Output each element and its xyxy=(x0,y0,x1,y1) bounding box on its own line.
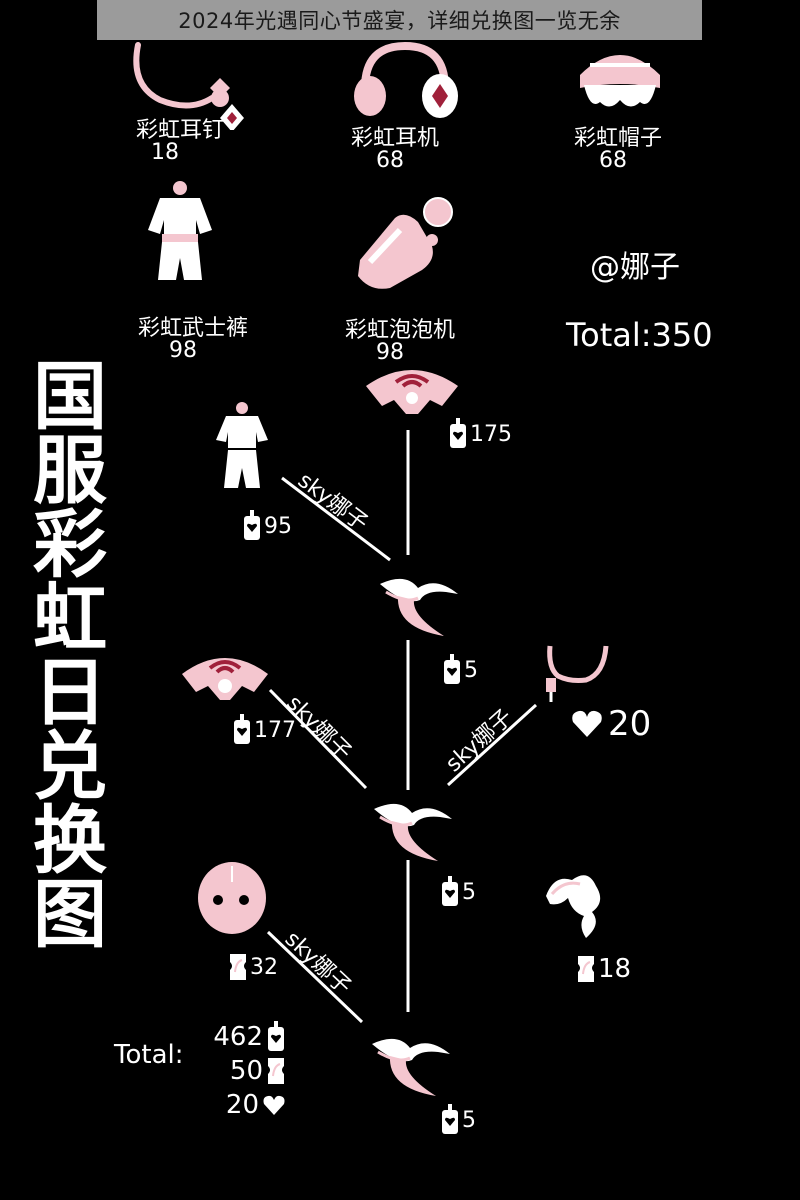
cost-fan-left: 177 xyxy=(232,714,296,746)
headphones-icon xyxy=(354,41,458,118)
candle-icon xyxy=(268,1021,284,1051)
item-outfit-name: 彩虹武士裤 xyxy=(137,316,248,341)
cost-node1: 5 xyxy=(442,654,478,686)
cost-outfit: 95 xyxy=(242,510,292,542)
fan-left-icon xyxy=(182,658,268,700)
candle-icon xyxy=(442,876,458,906)
cost-value: 5 xyxy=(464,657,478,683)
branch-line xyxy=(281,476,391,562)
candle-icon xyxy=(442,1104,458,1134)
title-char: 国 xyxy=(33,354,107,440)
bubble-machine-icon xyxy=(358,197,453,289)
cape-node-icon xyxy=(380,578,458,636)
vertical-title: 国 服 彩 虹 日 兑 换 图 xyxy=(30,360,110,952)
title-char: 换 xyxy=(33,798,107,884)
item-hat-name: 彩虹帽子 xyxy=(573,126,662,151)
fan-icon xyxy=(366,370,458,414)
cost-value: 18 xyxy=(598,954,632,984)
total-top: Total:350 xyxy=(566,316,713,354)
ticket-icon xyxy=(578,956,594,982)
summary-hearts-value: 20 xyxy=(225,1090,259,1120)
item-hat-cost: 68 xyxy=(599,148,627,173)
outfit-icon xyxy=(216,402,268,488)
item-bubble-cost: 98 xyxy=(376,340,404,365)
cost-value: 177 xyxy=(254,717,296,743)
cape-node-icon xyxy=(374,803,452,861)
mask-icon xyxy=(198,862,266,934)
caption-text: 2024年光遇同心节盛宴，详细兑换图一览无余 xyxy=(178,9,621,33)
earring-small-icon xyxy=(546,645,609,702)
ticket-icon xyxy=(230,954,246,980)
heart-icon xyxy=(263,1095,285,1115)
hair-icon xyxy=(546,875,601,938)
candle-icon xyxy=(450,418,466,448)
summary-tickets-value: 50 xyxy=(229,1056,263,1086)
cost-node2: 5 xyxy=(440,876,476,908)
summary-label: Total: xyxy=(114,1040,184,1070)
credit-handle: @娜子 xyxy=(590,250,680,285)
cost-hair: 18 xyxy=(576,954,631,984)
summary-totals: 462 50 20 xyxy=(196,1020,286,1122)
caption-bar: 2024年光遇同心节盛宴，详细兑换图一览无余 xyxy=(97,0,702,40)
summary-candles: 462 xyxy=(196,1020,286,1054)
summary-tickets: 50 xyxy=(196,1054,286,1088)
title-char: 图 xyxy=(33,872,107,958)
hat-icon xyxy=(580,55,660,107)
cost-value: 32 xyxy=(250,954,278,980)
item-earring-cost: 18 xyxy=(151,140,179,165)
branch-line xyxy=(266,930,364,1024)
candle-icon xyxy=(234,714,250,744)
summary-hearts: 20 xyxy=(196,1088,286,1122)
cost-value: 5 xyxy=(462,879,476,905)
title-char: 彩 xyxy=(33,502,107,588)
cost-value: 5 xyxy=(462,1107,476,1133)
cost-fan-top: 175 xyxy=(448,418,512,450)
earring-icon xyxy=(133,42,244,130)
title-char: 虹 xyxy=(33,576,107,662)
item-earring-name: 彩虹耳钉 xyxy=(135,118,224,143)
heart-icon xyxy=(572,710,602,737)
cost-value: 175 xyxy=(470,421,512,447)
summary-candles-value: 462 xyxy=(213,1022,263,1052)
cost-mask: 32 xyxy=(228,952,278,982)
cost-node3: 5 xyxy=(440,1104,476,1136)
candle-icon xyxy=(244,510,260,540)
ticket-icon xyxy=(268,1058,284,1084)
item-headphones-name: 彩虹耳机 xyxy=(350,126,439,151)
title-char: 服 xyxy=(33,428,107,514)
candle-icon xyxy=(444,654,460,684)
cost-value: 95 xyxy=(264,513,292,539)
branch-line xyxy=(268,688,368,790)
samurai-outfit-icon xyxy=(148,181,212,280)
item-headphones-cost: 68 xyxy=(376,148,404,173)
cost-earring-heart: 20 xyxy=(570,704,651,744)
title-char: 兑 xyxy=(33,724,107,810)
cape-node-icon xyxy=(372,1038,450,1096)
cost-value: 20 xyxy=(608,704,652,744)
branch-line xyxy=(446,703,538,787)
item-outfit-cost: 98 xyxy=(169,338,197,363)
title-char: 日 xyxy=(33,650,107,736)
item-bubble-name: 彩虹泡泡机 xyxy=(344,318,455,343)
